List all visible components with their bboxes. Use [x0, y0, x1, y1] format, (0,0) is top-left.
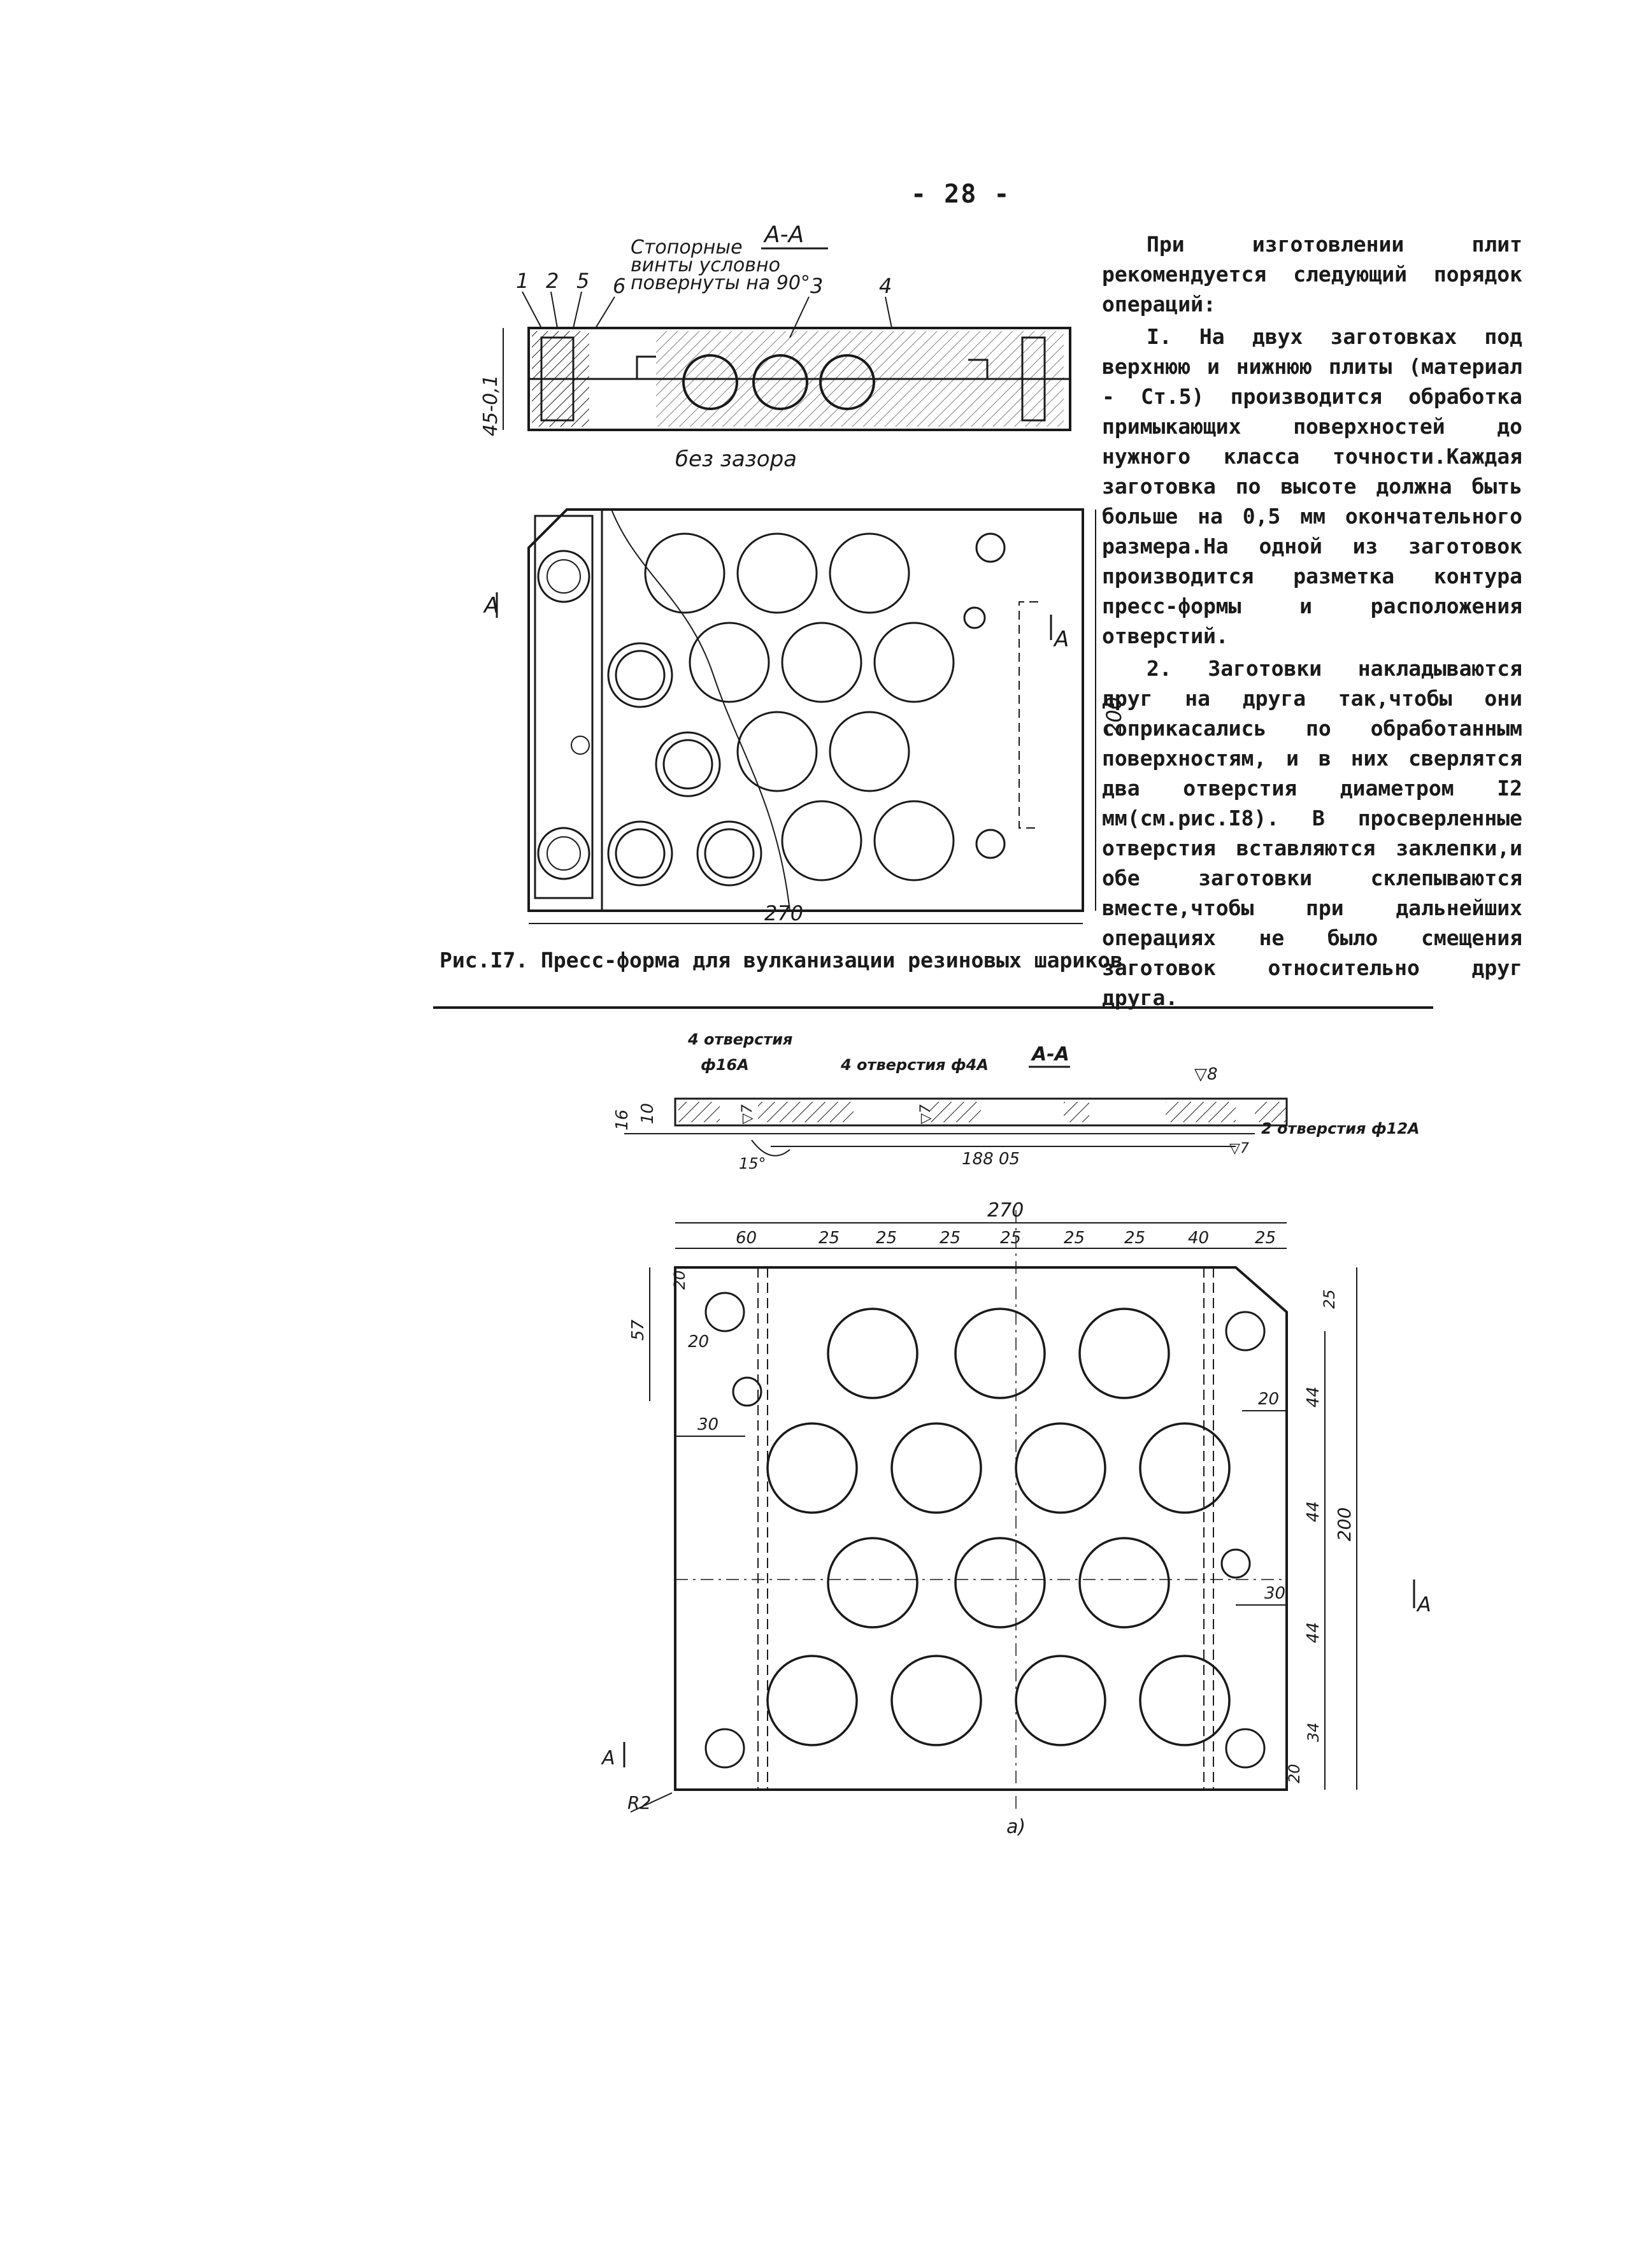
- horizontal-rule: [433, 1006, 1433, 1009]
- dim-top-6: 25: [1124, 1229, 1145, 1248]
- dim-top-4: 25: [1000, 1229, 1021, 1248]
- dim-top-3: 25: [940, 1229, 961, 1248]
- section-mark-right: А: [1416, 1592, 1431, 1616]
- dim-57: 57: [629, 1319, 648, 1341]
- part-number-5: 5: [576, 269, 589, 293]
- figure-caption: Рис.I7. Пресс-форма для вулканизации рез…: [440, 948, 1123, 973]
- dim-34: 34: [1305, 1722, 1322, 1742]
- dim-top-0: 60: [736, 1229, 757, 1248]
- dim-270: 270: [987, 1199, 1024, 1222]
- dim-30-right: 30: [1264, 1584, 1285, 1603]
- part-number-2: 2: [546, 269, 559, 293]
- dim-44-b: 44: [1304, 1501, 1323, 1522]
- no-gap-label: без зазора: [675, 446, 797, 472]
- section-mark-right: А: [1053, 627, 1069, 652]
- holes4-label: 4 отверстия: [687, 1031, 792, 1048]
- roughness-7-b: ▽7: [918, 1104, 934, 1124]
- roughness-7-a: ▽7: [740, 1104, 755, 1124]
- part-number-4: 4: [879, 274, 892, 298]
- phi16-label: ф16А: [701, 1056, 749, 1074]
- dim-200: 200: [1334, 1508, 1355, 1541]
- dim-width: 270: [764, 901, 803, 925]
- note-line-3: повернуты на 90°: [631, 272, 810, 294]
- holes4-phi4-label: 4 отверстия ф4А: [840, 1056, 989, 1074]
- roughness-7-c: ▽7: [1229, 1141, 1249, 1157]
- dim-top-7: 40: [1188, 1229, 1209, 1248]
- section-mark-left: А: [601, 1747, 615, 1769]
- dim-top-5: 25: [1064, 1229, 1085, 1248]
- dim-10: 10: [638, 1103, 657, 1124]
- dim-20-right: 20: [1258, 1390, 1279, 1409]
- dim-top-2: 25: [876, 1229, 897, 1248]
- part-number-1: 1: [516, 269, 529, 293]
- dim-20-top: 20: [671, 1270, 689, 1290]
- dim-depth: 200: [1102, 697, 1126, 736]
- figure-label: а): [1006, 1816, 1026, 1838]
- dim-top-8: 25: [1255, 1229, 1276, 1248]
- part-number-3: 3: [810, 274, 823, 298]
- roughness-label: ▽8: [1194, 1065, 1218, 1084]
- cavity-group: [607, 532, 955, 887]
- dim-44-c: 44: [1304, 1622, 1323, 1643]
- section-label-a-a: А-А: [1031, 1043, 1069, 1066]
- dim-25-right: 25: [1320, 1289, 1338, 1309]
- holes2-label: 2 отверстия ф12А: [1261, 1120, 1420, 1138]
- dim-188: 188 05: [962, 1150, 1020, 1169]
- dim-20-left: 20: [688, 1332, 709, 1352]
- dim-20-bottom: 20: [1285, 1764, 1303, 1783]
- section-label-a-a: А-А: [763, 222, 804, 248]
- dim-16: 16: [613, 1109, 632, 1130]
- plate-cavities: [766, 1308, 1231, 1746]
- note-line-2: винты условно: [631, 254, 780, 276]
- page-number: - 28 -: [911, 180, 1011, 209]
- part-number-6: 6: [613, 274, 626, 298]
- paragraph-3: 2. Заготовки накладываются друг на друга…: [1102, 656, 1522, 1010]
- dim-top-1: 25: [819, 1229, 840, 1248]
- note-line-1: Стопорные: [631, 236, 743, 259]
- radius-label: R2: [627, 1792, 651, 1813]
- angle-label: 15°: [739, 1155, 766, 1173]
- drawing-press-mold-assembly: Стопорные винты условно повернуты на 90°…: [480, 222, 1126, 925]
- dim-44-a: 44: [1304, 1387, 1323, 1408]
- paragraph-1: При изготовлении плит рекомендуется след…: [1102, 232, 1522, 317]
- dim-height: 45-0,1: [480, 374, 502, 436]
- dim-30-left: 30: [697, 1415, 718, 1434]
- body-text: При изготовлении плит рекомендуется след…: [1102, 229, 1522, 1015]
- drawing-plate-detail: 4 отверстия ф16А 4 отверстия ф4А А-А ▽8 …: [601, 1031, 1431, 1838]
- paragraph-2: I. На двух заготовках под верхнюю и нижн…: [1102, 324, 1522, 648]
